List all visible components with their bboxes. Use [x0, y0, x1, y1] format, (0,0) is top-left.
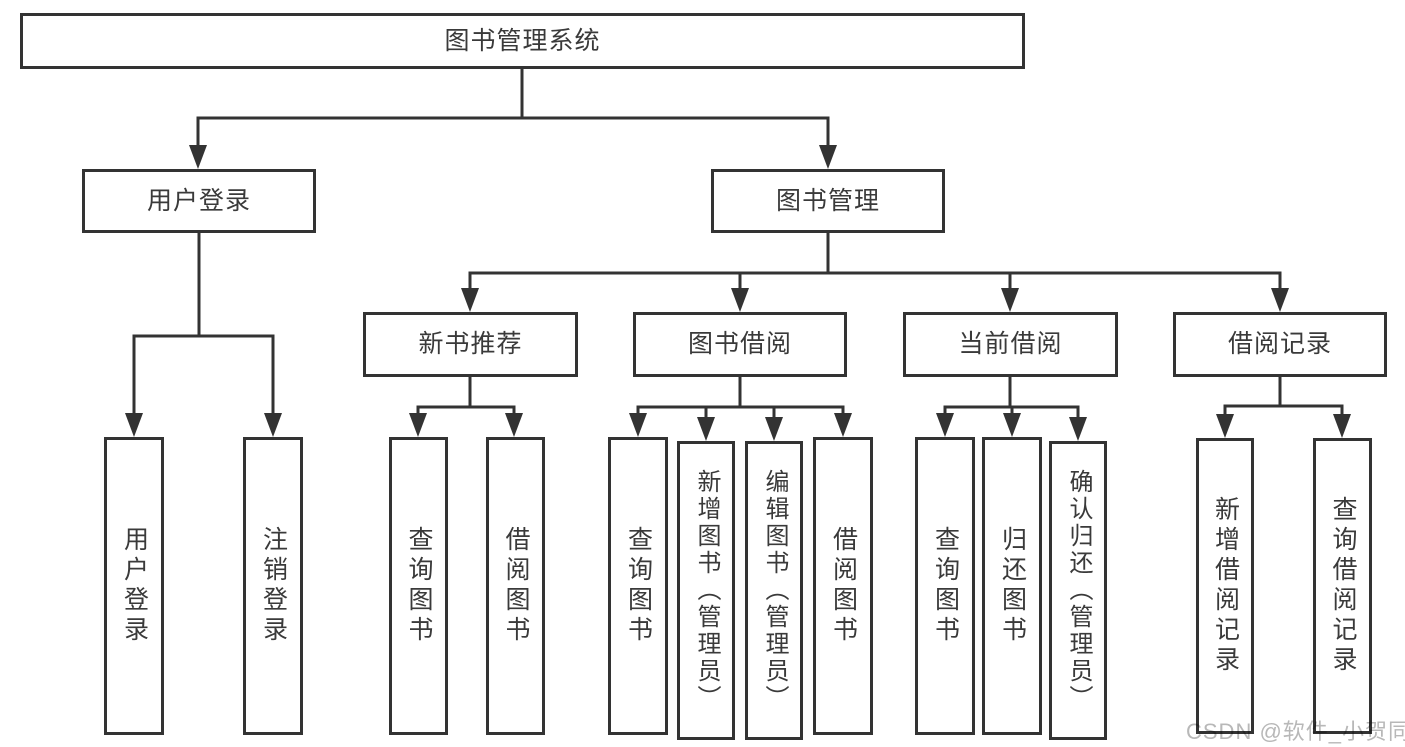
node-book-borrow: 图书借阅: [633, 312, 847, 377]
node-book-management: 图书管理: [711, 169, 945, 233]
node-label: 新书推荐: [418, 330, 523, 358]
leaf-user-login: 用户登录: [104, 437, 164, 735]
node-root-library-system: 图书管理系统: [20, 13, 1025, 69]
leaf-query-books-recommend: 查询图书: [389, 437, 448, 735]
node-label: 新增图书（管理员）: [693, 469, 720, 712]
leaf-add-books-admin: 新增图书（管理员）: [677, 441, 735, 740]
node-label: 查询图书: [624, 526, 653, 646]
node-label: 图书借阅: [687, 330, 792, 358]
leaf-edit-books-admin: 编辑图书（管理员）: [745, 441, 803, 740]
leaf-query-borrow-record: 查询借阅记录: [1313, 438, 1372, 734]
node-current-borrow: 当前借阅: [903, 312, 1118, 377]
node-new-book-recommend: 新书推荐: [363, 312, 578, 377]
node-label: 用户登录: [146, 186, 251, 215]
node-label: 借阅图书: [829, 526, 858, 646]
csdn-watermark: CSDN @软件_小贺同学: [1186, 719, 1405, 744]
node-label: 新增借阅记录: [1211, 496, 1240, 676]
node-label: 图书管理系统: [444, 26, 601, 55]
leaf-logout-login: 注销登录: [243, 437, 303, 735]
node-label: 借阅记录: [1227, 330, 1332, 358]
node-label: 图书管理: [775, 186, 880, 215]
node-label: 查询图书: [931, 526, 960, 646]
node-label: 归还图书: [998, 526, 1027, 646]
leaf-borrow-books-recommend: 借阅图书: [486, 437, 545, 735]
node-label: 查询借阅记录: [1329, 496, 1357, 676]
leaf-confirm-return-admin: 确认归还（管理员）: [1049, 441, 1107, 740]
node-label: 借阅图书: [502, 526, 530, 646]
leaf-borrow-books-borrow: 借阅图书: [813, 437, 873, 735]
node-user-login: 用户登录: [82, 169, 316, 233]
node-borrow-records: 借阅记录: [1173, 312, 1387, 377]
node-label: 查询图书: [405, 526, 433, 646]
node-label: 用户登录: [120, 526, 149, 646]
leaf-return-books: 归还图书: [982, 437, 1042, 735]
node-label: 注销登录: [259, 526, 288, 646]
node-label: 编辑图书（管理员）: [761, 469, 788, 712]
node-label: 确认归还（管理员）: [1065, 469, 1092, 712]
leaf-query-books-borrow: 查询图书: [608, 437, 668, 735]
node-label: 当前借阅: [958, 330, 1063, 358]
leaf-add-borrow-record: 新增借阅记录: [1196, 438, 1254, 734]
leaf-query-books-current: 查询图书: [915, 437, 975, 735]
